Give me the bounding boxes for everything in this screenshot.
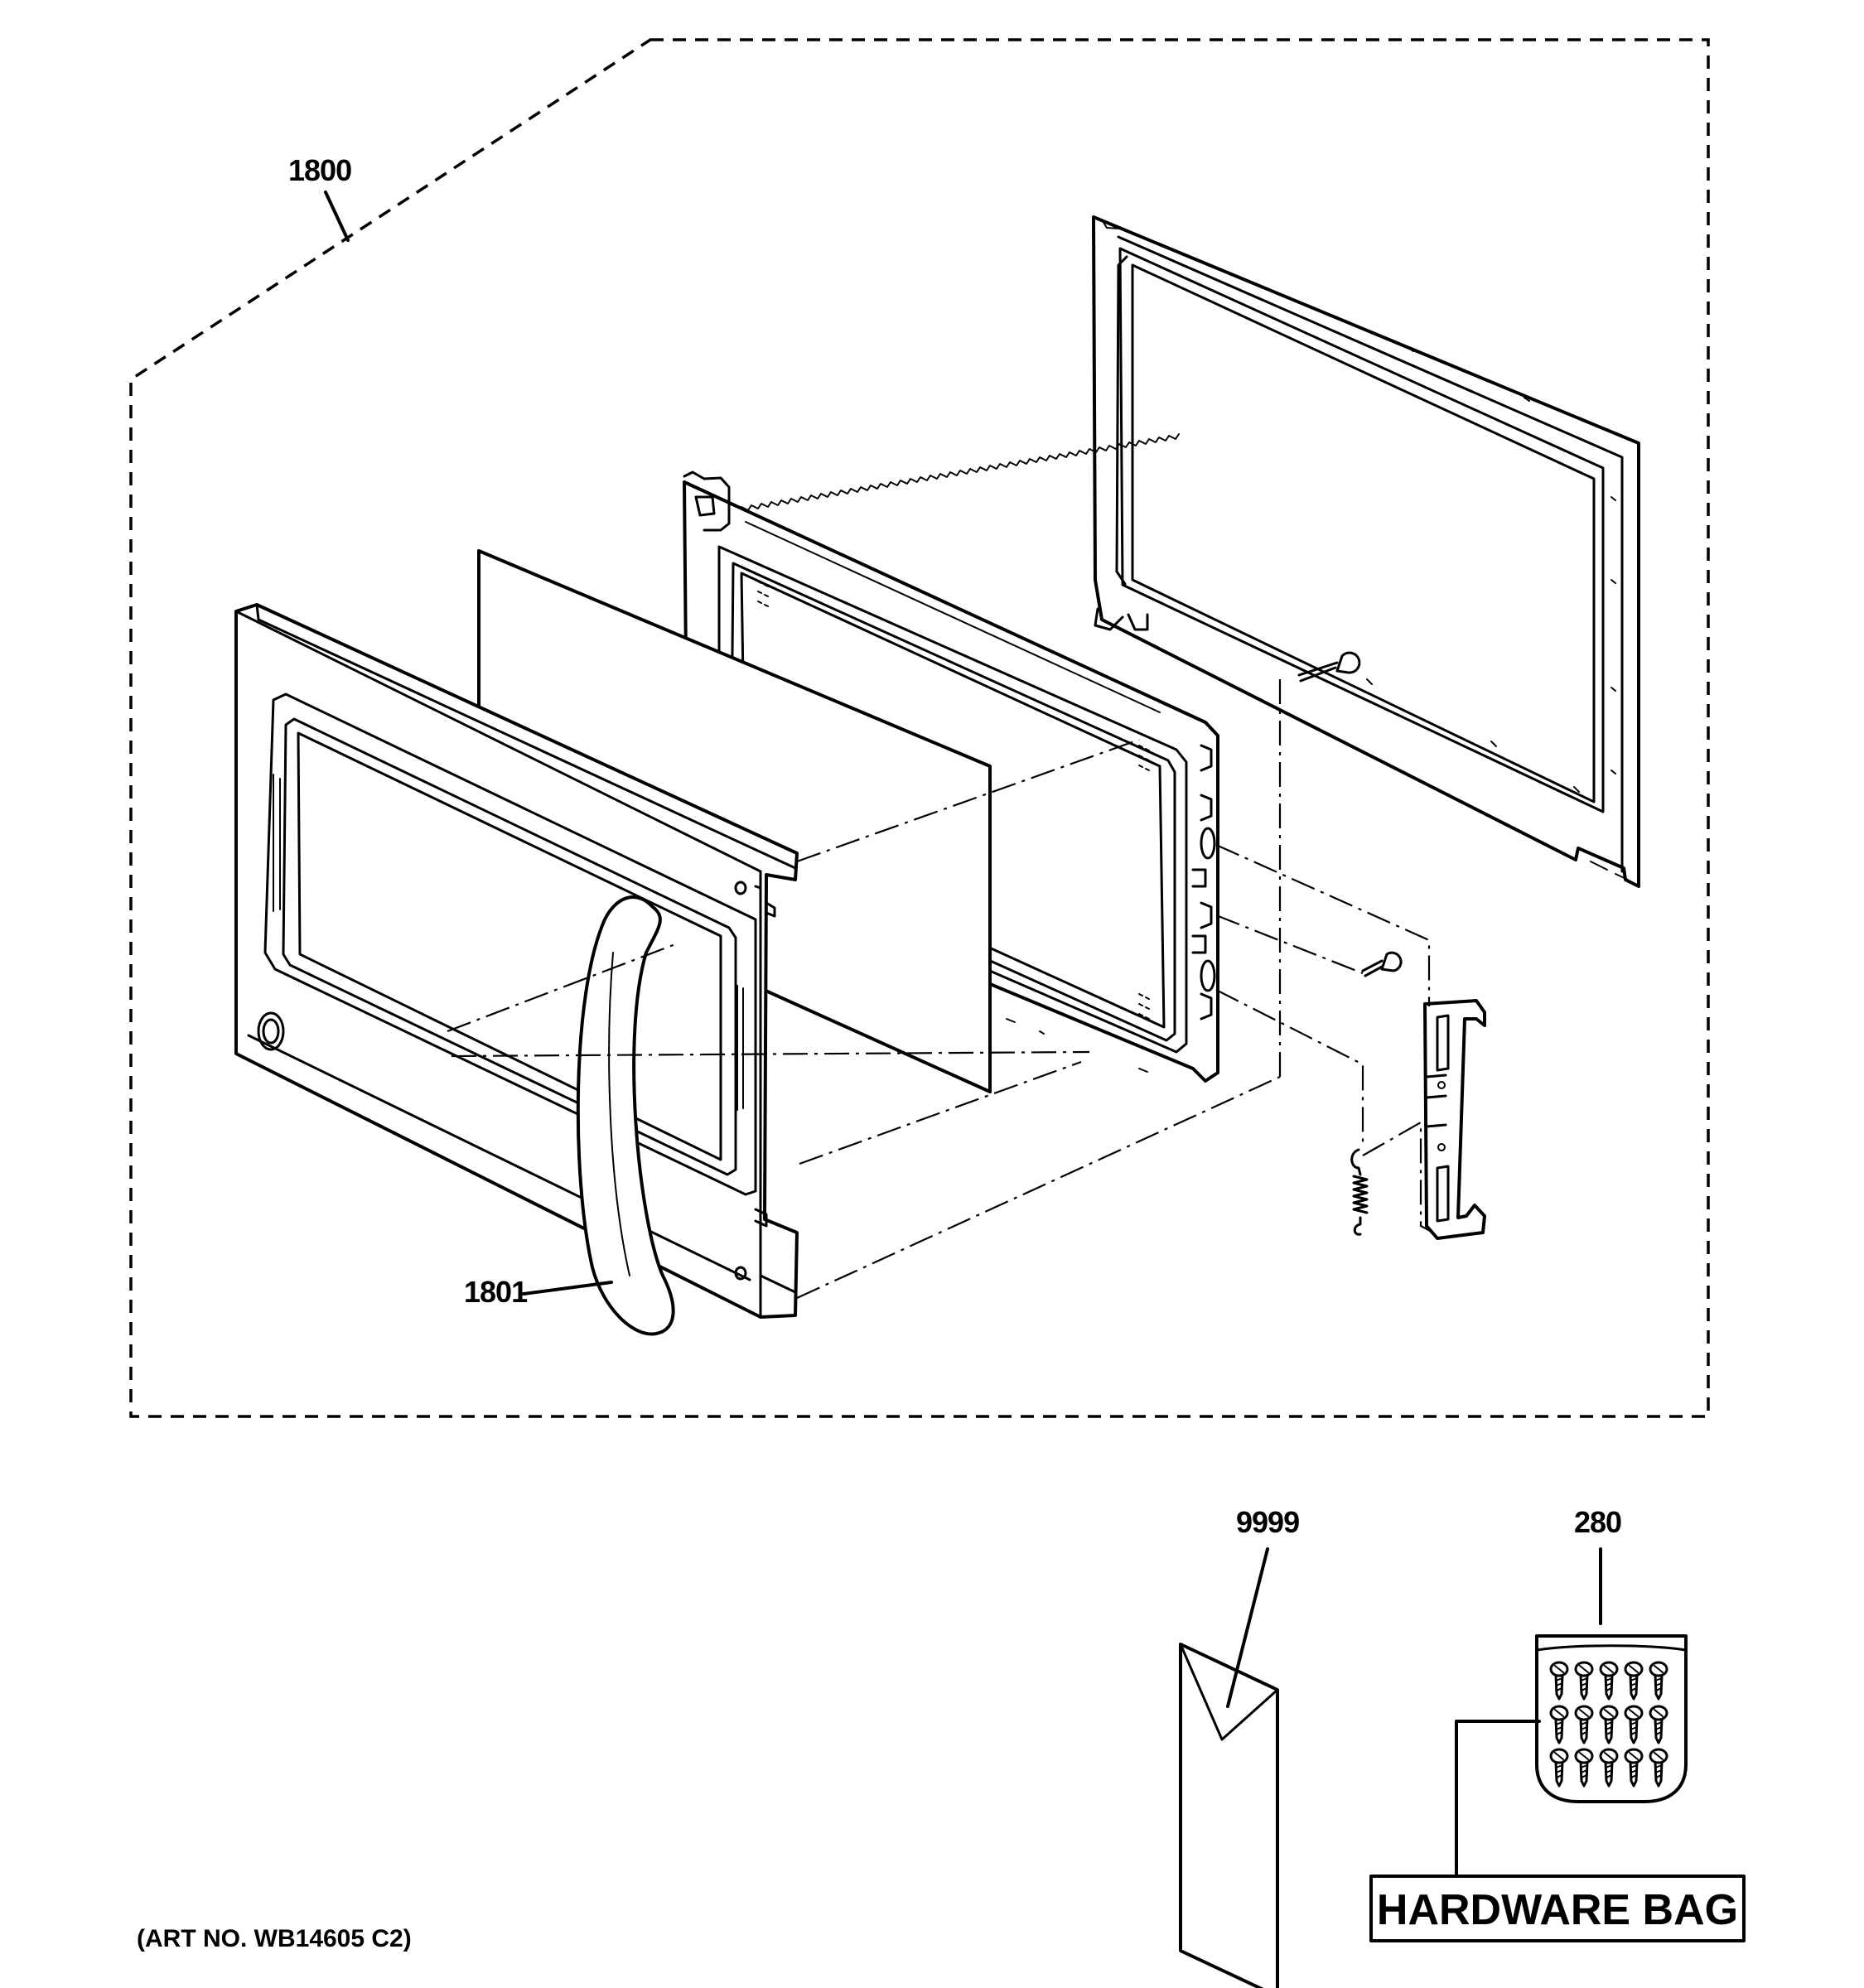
screw-icon [1574,1705,1594,1744]
screw-icon [1624,1705,1644,1744]
screw-icon [1549,1705,1569,1744]
alignment-lines [447,679,1434,1300]
screw-icon [1574,1661,1594,1701]
hardware-bag [1535,1634,1688,1803]
screw-icon [1649,1748,1668,1788]
screw-icon [1599,1661,1619,1701]
leader-1800 [324,191,350,242]
screw-grid [1549,1661,1668,1788]
outer-door [234,603,799,1319]
screw-icon [1624,1748,1644,1788]
screw-icon [1649,1705,1668,1744]
hardware-bag-label-box [1369,1875,1746,1942]
latch-spring [1350,1148,1369,1236]
literature-envelope [1179,1643,1279,1988]
screw-icon [1549,1661,1569,1701]
callout-1801: 1801 [464,1275,528,1309]
screw-icon [1599,1748,1619,1788]
screw-icon [1624,1661,1644,1701]
callout-280: 280 [1574,1505,1621,1539]
screw-icon [1649,1661,1668,1701]
hardware-bag-label: HARDWARE BAG [1377,1886,1738,1934]
screw-icon [1574,1748,1594,1788]
callout-1800: 1800 [288,153,351,187]
door-handle [576,895,675,1336]
leader-9999 [1226,1547,1269,1708]
screw-icon [1549,1748,1569,1788]
latch-hook [1423,999,1486,1240]
inner-door-panel [1092,215,1640,888]
leader-hardware-bag [1455,1720,1541,1878]
leader-1801 [522,1281,613,1296]
latch-screw [1361,951,1403,977]
art-number: (ART NO. WB14605 C2) [137,1925,412,1952]
callout-9999: 9999 [1236,1505,1299,1539]
screw-icon [1599,1705,1619,1744]
assembly-boundary-dashed [129,38,1710,1418]
